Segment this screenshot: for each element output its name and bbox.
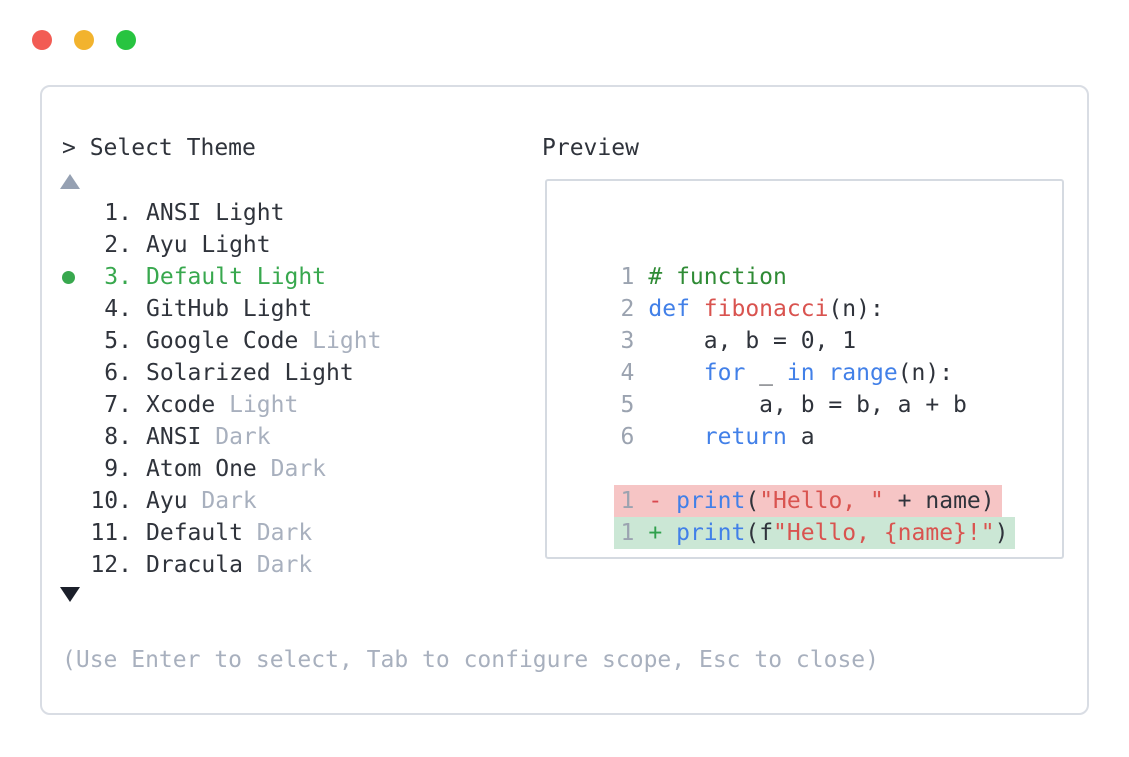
theme-option-number: 12. — [90, 552, 132, 578]
theme-option-name: ANSI Light — [146, 200, 285, 226]
theme-option-number: 7. — [104, 392, 132, 418]
preview-label: Preview — [542, 135, 639, 161]
theme-option[interactable]: 7. Xcode Light — [62, 389, 381, 421]
code-text: return a — [703, 424, 815, 450]
code-preview: 1 # function 2 def fibonacci(n): 3 a, b = … — [545, 179, 1064, 559]
theme-option[interactable]: 2. Ayu Light — [62, 229, 381, 261]
theme-option-name: Google Code Light — [146, 328, 382, 354]
line-number: 4 — [620, 360, 635, 386]
line-number: 6 — [620, 424, 635, 450]
window-controls — [32, 30, 136, 50]
theme-picker-dialog: > Select Theme 1. ANSI Light 2. Ayu Ligh… — [40, 85, 1089, 715]
line-number: 1 — [620, 488, 635, 514]
theme-option[interactable]: 12. Dracula Dark — [62, 549, 381, 581]
code-line: 2 def fibonacci(n): — [565, 261, 1062, 322]
minimize-button-icon[interactable] — [74, 30, 94, 50]
theme-option-number: 4. — [104, 296, 132, 322]
close-button-icon[interactable] — [32, 30, 52, 50]
theme-option-number: 9. — [104, 456, 132, 482]
code-line: 3 a, b = 0, 1 — [565, 293, 1062, 354]
zoom-button-icon[interactable] — [116, 30, 136, 50]
theme-option-name: ANSI Dark — [146, 424, 271, 450]
code-line: 5 a, b = b, a + b — [565, 357, 1062, 418]
code-text: def fibonacci(n): — [648, 296, 884, 322]
theme-option[interactable]: 8. ANSI Dark — [62, 421, 381, 453]
scroll-down-icon[interactable] — [60, 587, 80, 602]
code-text: # function — [648, 264, 787, 290]
line-number: 1 — [620, 264, 635, 290]
theme-option-name: Default Dark — [146, 520, 313, 546]
theme-option[interactable]: 5. Google Code Light — [62, 325, 381, 357]
code-text: - print("Hello, " + name) — [648, 488, 995, 514]
selected-indicator — [62, 270, 90, 284]
theme-option-name: Default Light — [146, 264, 327, 290]
line-number: 3 — [620, 328, 635, 354]
code-line: 1 + print(f"Hello, {name}!") — [565, 485, 1062, 549]
code-text: for _ in range(n): — [703, 360, 954, 386]
select-theme-prompt: > Select Theme — [62, 135, 256, 161]
theme-option-name: Solarized Light — [146, 360, 354, 386]
code-text: + print(f"Hello, {name}!") — [648, 520, 1009, 546]
theme-option-number: 2. — [104, 232, 132, 258]
code-line: 6 return a — [565, 389, 1062, 450]
theme-option-number: 3. — [104, 264, 132, 290]
theme-list: 1. ANSI Light 2. Ayu Light 3. Default Li… — [62, 197, 381, 581]
theme-option[interactable]: 11. Default Dark — [62, 517, 381, 549]
keyboard-hint: (Use Enter to select, Tab to configure s… — [62, 647, 879, 673]
theme-option-name: GitHub Light — [146, 296, 313, 322]
theme-option[interactable]: 9. Atom One Dark — [62, 453, 381, 485]
theme-option[interactable]: 6. Solarized Light — [62, 357, 381, 389]
theme-option-number: 5. — [104, 328, 132, 354]
code-line: 1 - print("Hello, " + name) — [565, 453, 1062, 517]
theme-option-number: 10. — [90, 488, 132, 514]
theme-option-number: 8. — [104, 424, 132, 450]
theme-option-name: Ayu Light — [146, 232, 271, 258]
theme-option[interactable]: 1. ANSI Light — [62, 197, 381, 229]
code-line: 4 for _ in range(n): — [565, 325, 1062, 386]
theme-option-number: 1. — [104, 200, 132, 226]
theme-option-number: 11. — [90, 520, 132, 546]
theme-option[interactable]: 10. Ayu Dark — [62, 485, 381, 517]
line-number: 1 — [620, 520, 635, 546]
theme-option-name: Dracula Dark — [146, 552, 313, 578]
theme-option[interactable]: 3. Default Light — [62, 261, 381, 293]
theme-option-name: Ayu Dark — [146, 488, 257, 514]
theme-option[interactable]: 4. GitHub Light — [62, 293, 381, 325]
theme-option-number: 6. — [104, 360, 132, 386]
theme-option-name: Atom One Dark — [146, 456, 327, 482]
line-number: 5 — [620, 392, 635, 418]
theme-option-name: Xcode Light — [146, 392, 299, 418]
selected-dot-icon — [62, 270, 75, 284]
line-number: 2 — [620, 296, 635, 322]
code-text: a, b = 0, 1 — [648, 328, 857, 354]
code-line: 1 # function — [565, 229, 1062, 290]
scroll-up-icon[interactable] — [60, 174, 80, 189]
code-text: a, b = b, a + b — [648, 392, 967, 418]
